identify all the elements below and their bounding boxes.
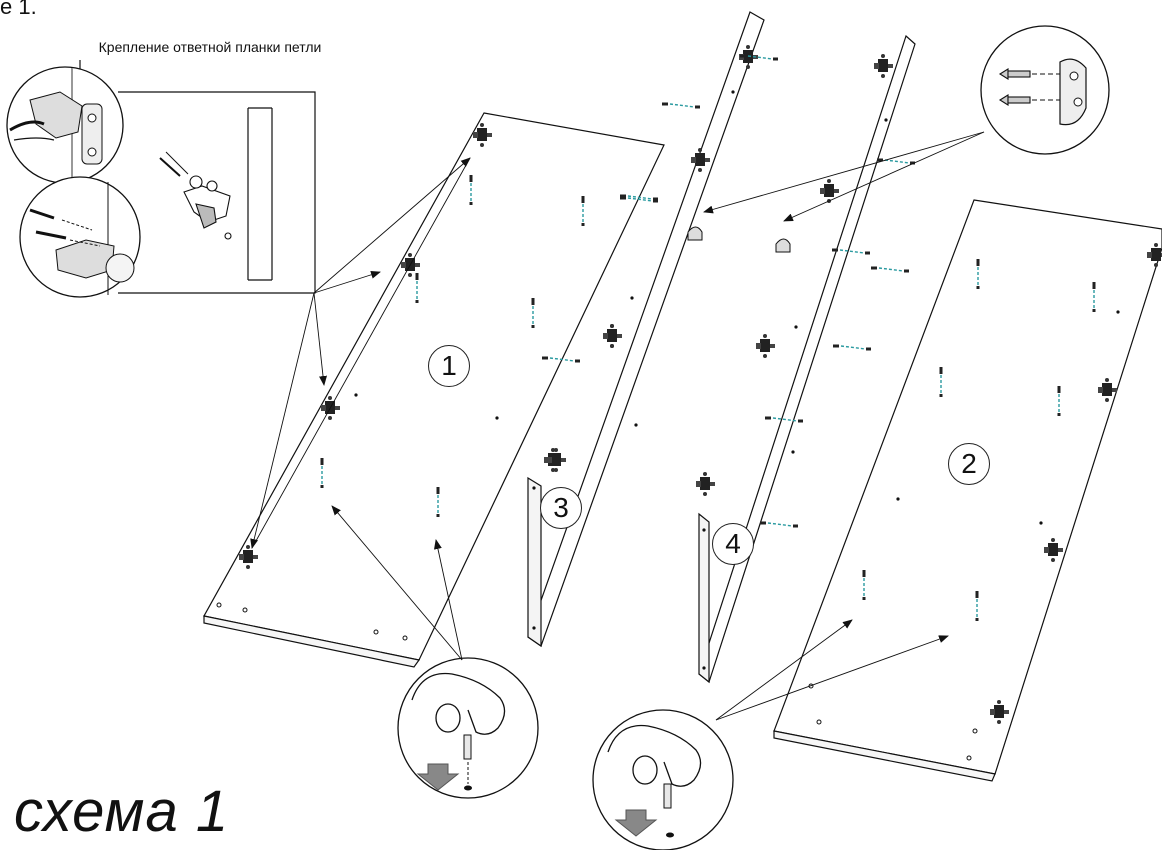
panel-3-hardware — [532, 45, 779, 630]
leader-lines — [250, 131, 985, 721]
panel-3-label: 3 — [540, 487, 582, 529]
panel-1 — [203, 112, 665, 668]
corner-text: е 1. — [0, 0, 37, 19]
hinge-caption: Крепление ответной планки петли — [98, 39, 322, 55]
panel-4-hardware — [619, 54, 916, 670]
push-down-arrow-icon — [614, 809, 658, 837]
panel-1-label: 1 — [428, 345, 470, 387]
panel-2-hardware — [808, 243, 1162, 761]
shelf-support-screw-icon — [980, 25, 1110, 155]
hinge-assembly-icon — [159, 151, 232, 240]
panel-3 — [527, 11, 765, 648]
panel-4 — [698, 34, 916, 684]
panel-2 — [773, 199, 1162, 782]
hinge-detail-frame — [79, 60, 316, 294]
dowel-insertion-hand-icon-2 — [592, 709, 734, 850]
push-down-arrow-icon — [416, 763, 460, 791]
dowel-insertion-hand-icon — [397, 657, 539, 799]
hinge-plate-screw-icon — [19, 176, 141, 298]
scheme-title: схема 1 — [14, 779, 230, 844]
panel-1-hardware — [216, 123, 659, 641]
hinge-mounting-detail-icon — [6, 66, 124, 184]
panel-2-label: 2 — [948, 443, 990, 485]
shelf-support-bracket-icon — [687, 226, 791, 253]
panel-4-label: 4 — [712, 523, 754, 565]
